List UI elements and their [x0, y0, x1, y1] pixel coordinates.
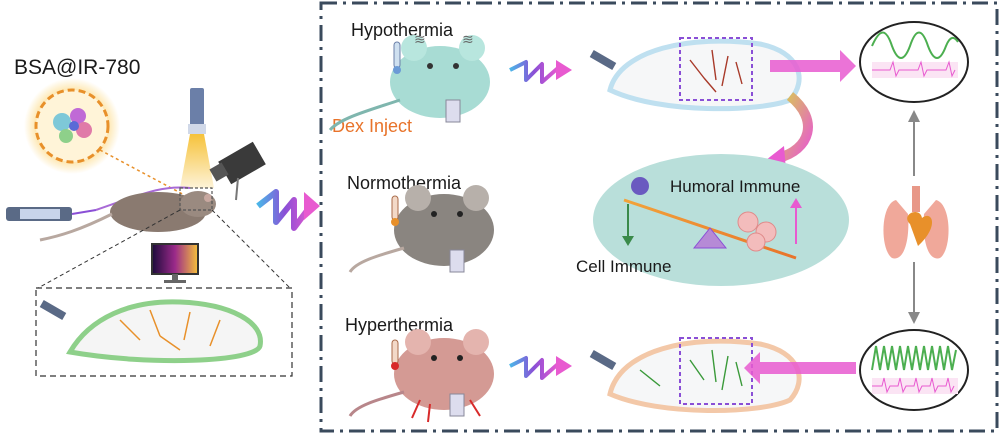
feedback-arrow-bottom	[744, 352, 856, 384]
thermometer-icon	[393, 41, 401, 74]
probe-label: BSA@IR-780	[14, 56, 140, 79]
cell-immune-label: Cell Immune	[576, 257, 671, 276]
immune-balance: Humoral Immune Cell Immune	[576, 154, 849, 286]
left-panel: BSA@IR-780	[6, 56, 293, 377]
feedback-arrow-top	[770, 50, 856, 82]
row-label-hypothermia: Hypothermia	[351, 20, 454, 40]
ecg-monitor-bottom	[859, 329, 969, 411]
brain-hyperthermia	[589, 337, 802, 413]
row-label-normothermia: Normothermia	[347, 173, 462, 193]
cold-wind-icon-2: ≋	[462, 31, 474, 47]
humoral-immune-label: Humoral Immune	[670, 177, 800, 196]
zoom-line	[99, 149, 191, 199]
mouse-normothermia	[348, 185, 494, 273]
curved-arrow	[776, 92, 813, 163]
camera-icon	[209, 141, 266, 201]
laser-source-icon	[180, 88, 214, 188]
nanoparticle-illustration	[24, 78, 120, 174]
lung-heart-icon	[883, 186, 949, 259]
row3-arrow	[509, 356, 572, 380]
syringe-icon	[6, 207, 97, 221]
transition-arrow	[256, 189, 320, 231]
t-cell-icon	[631, 177, 649, 195]
mouse-hypothermia	[328, 35, 490, 132]
roi-box	[179, 187, 213, 211]
mouse-hyperthermia	[348, 329, 494, 423]
comparison-frame	[319, 1, 999, 433]
brain-vessel-illustration	[39, 299, 263, 364]
row1-arrow	[509, 60, 572, 84]
brain-hypothermia	[589, 37, 802, 112]
thermal-monitor-icon	[151, 243, 199, 283]
ecg-monitor-top	[859, 21, 969, 103]
cold-wind-icon: ≋	[414, 31, 426, 47]
dex-inject-label: Dex Inject	[332, 116, 412, 136]
brain-inset-box	[35, 287, 293, 377]
row-label-hyperthermia: Hyperthermia	[345, 315, 454, 335]
